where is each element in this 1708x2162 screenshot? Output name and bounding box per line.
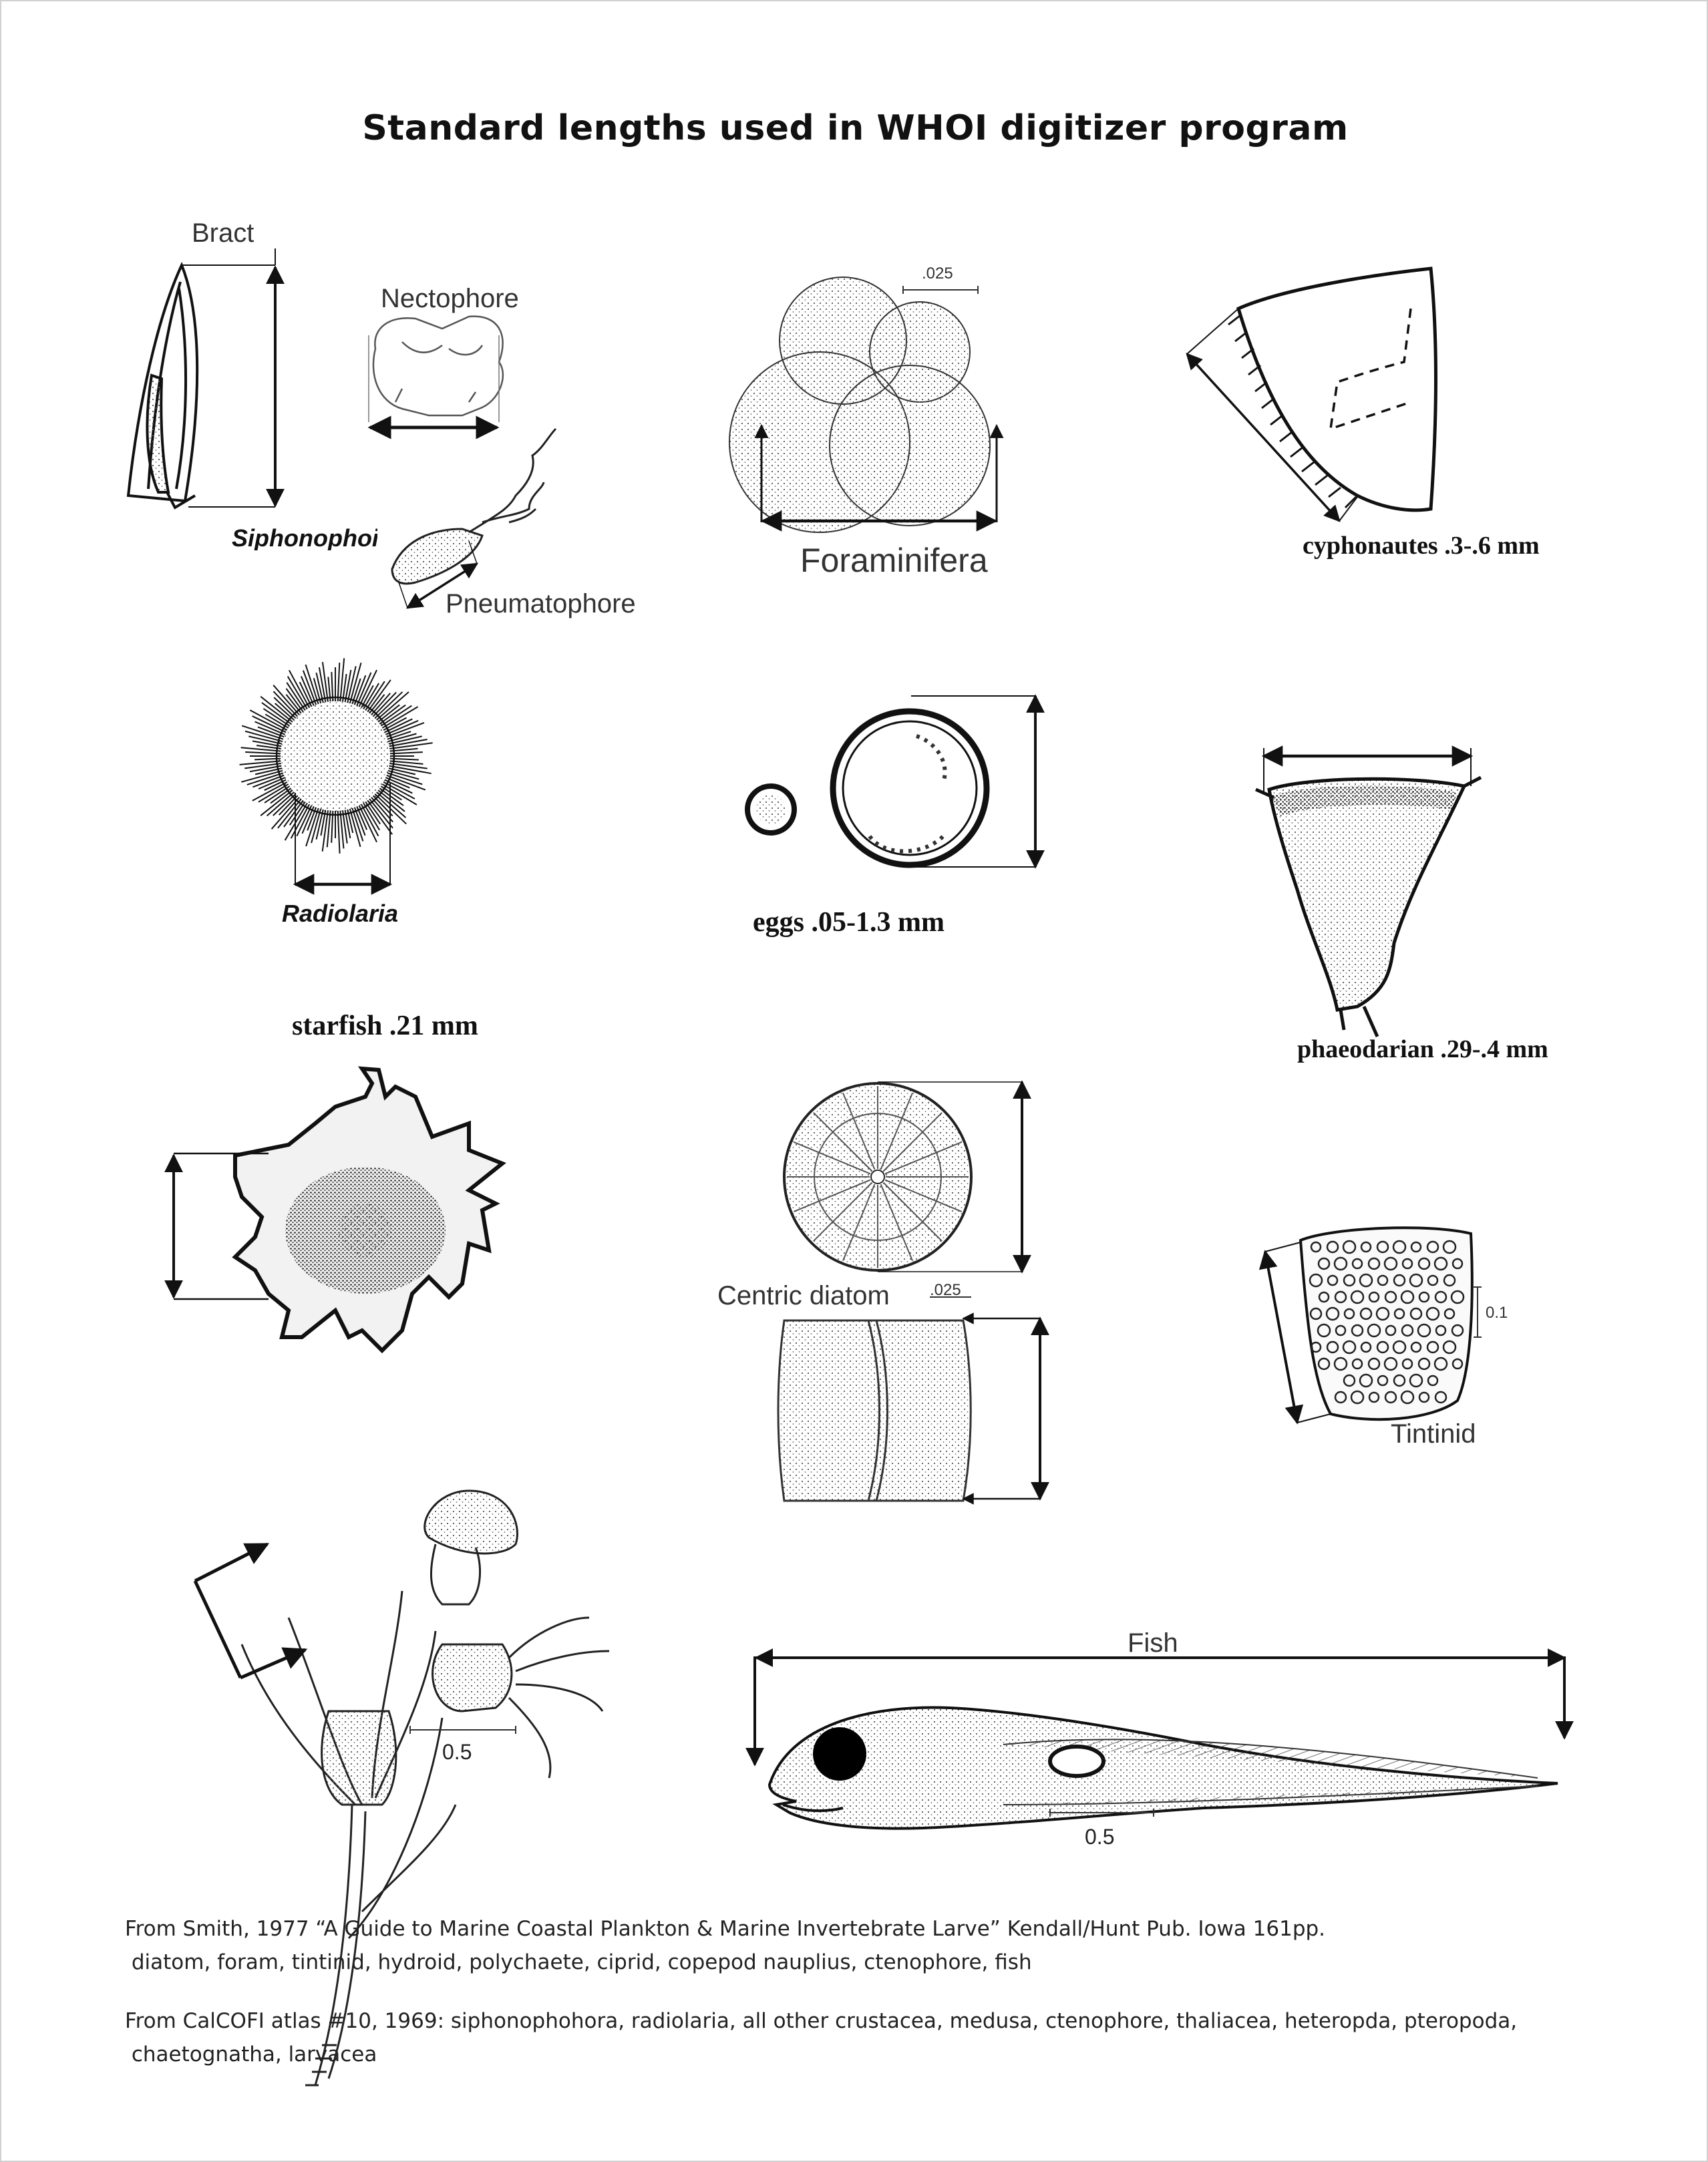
label-centric-diatom: Centric diatom	[717, 1282, 890, 1309]
label-fish: Fish	[1128, 1630, 1178, 1656]
tintinid-drawing	[1301, 1228, 1472, 1419]
nectophore-drawing	[369, 317, 503, 422]
cyphonautes-drawing	[1238, 268, 1436, 510]
label-siphonophore: Siphonophoi	[232, 526, 377, 550]
foraminifera-drawing	[729, 277, 990, 532]
label-cyphonautes: cyphonautes .3-.6 mm	[1303, 533, 1540, 558]
egg-small-drawing	[747, 786, 794, 833]
diatom-scale-label: .025	[930, 1282, 961, 1298]
hydroid-length-arrow	[195, 1544, 305, 1678]
fish-drawing	[770, 1707, 1558, 1828]
phaeodarian-drawing	[1256, 777, 1481, 1037]
label-radiolaria: Radiolaria	[282, 902, 398, 926]
label-foraminifera: Foraminifera	[800, 544, 988, 577]
label-phaeodarian: phaeodarian .29-.4 mm	[1297, 1037, 1548, 1062]
foram-scale-bar	[903, 286, 978, 294]
diatom-girdle-height-arrow	[963, 1318, 1040, 1499]
label-eggs: eggs .05-1.3 mm	[753, 908, 945, 936]
footnote-calcofi-line1: From CalCOFI atlas #10, 1969: siphonopho…	[125, 2005, 1661, 2037]
label-pneumatophore: Pneumatophore	[446, 590, 636, 617]
tintinid-scale-bar	[1474, 1287, 1482, 1337]
diatom-girdle-drawing	[778, 1320, 971, 1501]
footnote-smith-line1: From Smith, 1977 “A Guide to Marine Coas…	[125, 1913, 1661, 1945]
label-nectophore: Nectophore	[381, 285, 519, 312]
egg-diameter-arrow	[911, 696, 1035, 867]
hydroid-scale-bar	[410, 1726, 516, 1734]
starfish-drawing	[235, 1069, 502, 1350]
tintinid-scale-label: 0.1	[1486, 1305, 1508, 1321]
label-tintinid: Tintinid	[1391, 1421, 1476, 1447]
footnote-smith-line2: diatom, foram, tintinid, hydroid, polych…	[125, 1946, 1661, 1978]
foram-scale-label: .025	[922, 266, 953, 282]
radiolaria-drawing	[240, 659, 433, 854]
cyphonautes-cilia	[1228, 315, 1356, 508]
centric-diatom-drawing	[784, 1083, 971, 1270]
label-bract: Bract	[192, 220, 254, 246]
label-starfish: starfish .21 mm	[292, 1012, 478, 1040]
bract-drawing	[128, 265, 197, 508]
hydroid-drawing	[242, 1491, 609, 2085]
pneumatophore-drawing	[392, 429, 556, 584]
fish-scale-label: 0.5	[1085, 1826, 1114, 1847]
footnote-calcofi-line2: chaetognatha, larvacea	[125, 2038, 1661, 2070]
hydroid-scale-label: 0.5	[442, 1741, 472, 1763]
page-title: Standard lengths used in WHOI digitizer …	[1, 108, 1708, 148]
cyphonautes-length-arrow	[1187, 309, 1357, 521]
egg-large-drawing	[833, 711, 987, 865]
